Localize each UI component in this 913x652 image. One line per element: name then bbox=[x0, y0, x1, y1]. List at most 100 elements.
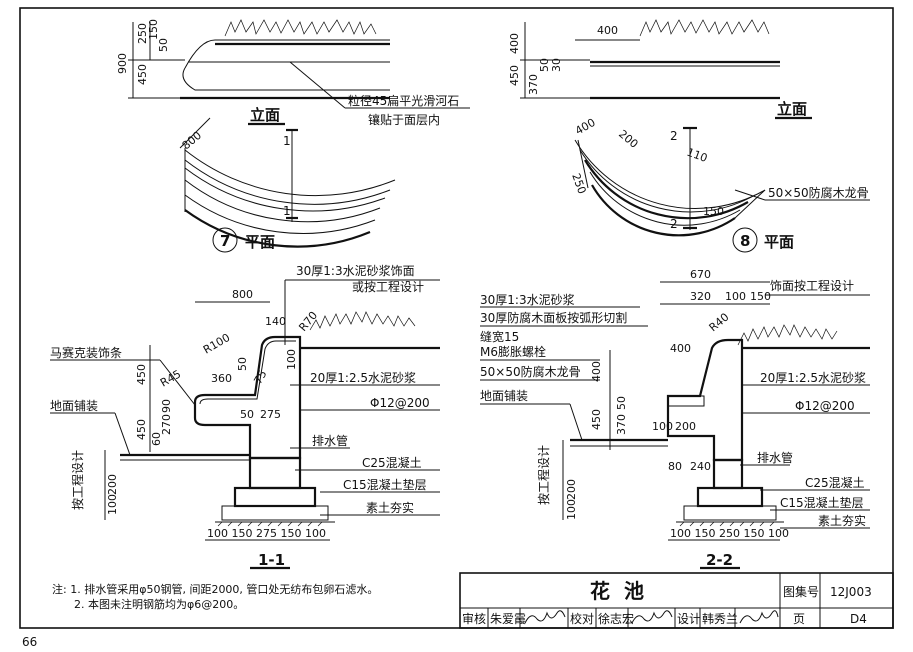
v8-dim-450: 450 bbox=[508, 65, 521, 86]
s1-dim-270: 270 bbox=[160, 414, 173, 435]
v8-section-mark-bottom: 2 bbox=[670, 217, 678, 231]
s2-design-note: 按工程设计 bbox=[536, 445, 551, 505]
designer-signature bbox=[739, 610, 779, 624]
s1-dim-140: 140 bbox=[265, 315, 286, 328]
checker-name: 徐志宏 bbox=[598, 611, 634, 626]
s1-dim-200: 200 bbox=[106, 474, 119, 495]
v7-plan-label: 平面 bbox=[245, 233, 275, 251]
s1-mosaic-note: 马赛克装饰条 bbox=[50, 345, 122, 360]
view7-elevation: 900 450 250 150 50 粒径45扁平光滑河石 镶贴于面层内 立面 bbox=[116, 19, 470, 127]
s2-dim-320: 320 bbox=[690, 290, 711, 303]
s2-concrete-note: C25混凝土 bbox=[805, 475, 865, 490]
page-number: 66 bbox=[22, 635, 37, 649]
page-code: D4 bbox=[850, 612, 867, 626]
view8-elevation: 400 450 370 50 30 400 立面 bbox=[508, 19, 812, 120]
drawing-title: 花池 bbox=[590, 579, 658, 603]
v7-stone-note1: 粒径45扁平光滑河石 bbox=[348, 93, 459, 108]
s2-dim-670: 670 bbox=[690, 268, 711, 281]
view7-plan: 1 1 800 7 平面 bbox=[180, 117, 396, 253]
s2-finish-note: 饰面按工程设计 bbox=[770, 278, 854, 293]
s2-mortar30: 30厚1:3水泥砂浆 bbox=[480, 292, 575, 307]
s2-dim-100b: 100 bbox=[652, 420, 673, 433]
s1-drain-note: 排水管 bbox=[312, 433, 348, 448]
v8-dim-30: 30 bbox=[550, 58, 563, 72]
s1-soil-note: 素土夯实 bbox=[366, 500, 414, 515]
s2-wood-panel: 30厚防腐木面板按弧形切割 bbox=[480, 310, 627, 325]
note-line2: 2. 本图未注明钢筋均为φ6@200。 bbox=[74, 597, 244, 611]
s2-dim-240: 240 bbox=[690, 460, 711, 473]
v7-dim-450: 450 bbox=[136, 64, 149, 85]
reviewer-name: 朱爱霞 bbox=[490, 612, 526, 626]
s2-bottom-dims: 100 150 250 150 100 bbox=[670, 527, 789, 540]
page-label: 页 bbox=[793, 612, 805, 626]
reviewer-signature bbox=[524, 610, 566, 624]
s2-dim-400a: 400 bbox=[670, 342, 691, 355]
v8-plan-200: 200 bbox=[616, 127, 640, 150]
s2-dim-50: 50 bbox=[615, 396, 628, 410]
s1-dim-275: 275 bbox=[260, 408, 281, 421]
s1-dim-450b: 450 bbox=[135, 419, 148, 440]
s2-rebar-note: Φ12@200 bbox=[795, 399, 855, 413]
drawing-frame bbox=[19, 7, 894, 629]
s1-dim-360: 360 bbox=[211, 372, 232, 385]
v8-number-circle bbox=[732, 227, 758, 253]
section-2-2: 670 320 100 150 饰面按工程设计 30厚1:3水泥砂浆 30厚防腐… bbox=[480, 268, 870, 570]
v7-number-circle bbox=[212, 227, 238, 253]
v7-dim-150: 150 bbox=[147, 19, 160, 40]
s2-dim-200: 200 bbox=[675, 420, 696, 433]
atlas-number: 12J003 bbox=[830, 585, 872, 599]
s2-dim-100: 100 bbox=[725, 290, 746, 303]
s1-dim-800: 800 bbox=[232, 288, 253, 301]
s1-finish-note2: 或按工程设计 bbox=[352, 279, 424, 294]
v7-stone-note2: 镶贴于面层内 bbox=[368, 112, 440, 127]
v8-section-mark-top: 2 bbox=[670, 129, 678, 143]
v8-dim-50: 50 bbox=[538, 58, 551, 72]
v7-section-mark-top: 1 bbox=[283, 134, 291, 148]
atlas-label: 图集号 bbox=[783, 584, 819, 599]
s2-dim-450: 450 bbox=[590, 409, 603, 430]
s2-drain-note: 排水管 bbox=[757, 450, 793, 465]
s2-keel: 50×50防腐木龙骨 bbox=[480, 364, 581, 379]
checker-signature bbox=[631, 610, 673, 624]
s2-dim-370: 370 bbox=[615, 414, 628, 435]
s1-mortar-note: 20厚1:2.5水泥砂浆 bbox=[310, 370, 416, 385]
design-label: 设计 bbox=[677, 612, 701, 626]
s2-dim-150: 150 bbox=[750, 290, 771, 303]
view8-plan: 2 2 400 250 200 110 150 50×50防腐木龙骨 8 平面 bbox=[569, 116, 870, 253]
v8-dim-400: 400 bbox=[508, 33, 521, 54]
s1-finish-note1: 30厚1:3水泥砂浆饰面 bbox=[296, 263, 415, 278]
v8-number: 8 bbox=[740, 232, 750, 250]
s1-dim-50: 50 bbox=[236, 357, 249, 371]
s2-r40: R40 bbox=[707, 310, 732, 334]
v7-dim-250: 250 bbox=[136, 23, 149, 44]
v7-number: 7 bbox=[220, 232, 230, 250]
s2-soil-note: 素土夯实 bbox=[818, 513, 866, 528]
s1-floor-note: 地面铺装 bbox=[50, 399, 98, 413]
s2-dim-100c: 100 bbox=[565, 499, 578, 520]
check-label: 校对 bbox=[570, 611, 594, 626]
s2-gap: 缝宽15 bbox=[480, 329, 519, 344]
v7-section-mark-bottom: 1 bbox=[283, 204, 291, 218]
s1-bottom-dims: 100 150 275 150 100 bbox=[207, 527, 326, 540]
s1-label: 1-1 bbox=[258, 551, 285, 569]
s2-floor-note: 地面铺装 bbox=[480, 389, 528, 403]
v8-plan-110: 110 bbox=[685, 146, 709, 165]
s1-r100: R100 bbox=[201, 331, 232, 357]
s1-rebar-note: Φ12@200 bbox=[370, 396, 430, 410]
review-label: 审核 bbox=[462, 611, 486, 626]
s2-cushion-note: C15混凝土垫层 bbox=[780, 495, 864, 510]
v8-dim-370: 370 bbox=[527, 74, 540, 95]
v7-dim-50: 50 bbox=[157, 38, 170, 52]
s2-bolt: M6膨胀螺栓 bbox=[480, 344, 546, 359]
s1-dim-50b: 50 bbox=[240, 408, 254, 421]
section-1-1: 30厚1:3水泥砂浆饰面 或按工程设计 800 140 R70 马赛克装饰条 地… bbox=[50, 263, 440, 570]
s1-dim-100b: 100 bbox=[106, 494, 119, 515]
s1-dim-100: 100 bbox=[285, 349, 298, 370]
title-block: 花池 图集号 12J003 审核 朱爱霞 校对 徐志宏 设计 韩秀兰 页 D4 bbox=[459, 572, 894, 629]
v8-plan-400: 400 bbox=[573, 116, 598, 138]
v7-plan-dim-800: 800 bbox=[180, 129, 204, 152]
s1-dim-60: 60 bbox=[150, 432, 163, 446]
s1-dim-90: 90 bbox=[160, 399, 173, 413]
s1-dim-450a: 450 bbox=[135, 364, 148, 385]
